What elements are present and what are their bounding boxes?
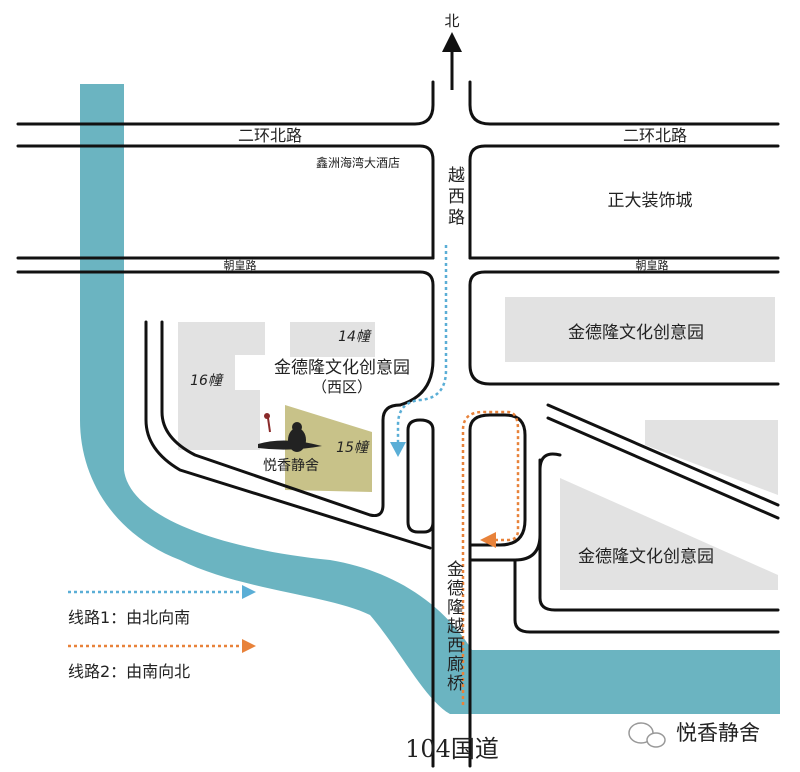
roads [16,80,780,768]
block-jindelong-ne [505,297,775,362]
block-se-lower [560,478,778,590]
label-yuexi-vertical: 越西路 [444,166,464,229]
yuexi-vertical-text: 越西路 [444,166,464,229]
north-arrow: 北 [442,12,462,90]
legend-route-2-arrow [242,639,256,653]
shop-logo[interactable]: 悦香静舍 [258,413,322,474]
legend-route-1-label: 线路1：由北向南 [68,608,190,627]
legend-route-2-label: 线路2：由南向北 [68,662,190,681]
label-hotel: 鑫洲海湾大酒店 [316,155,400,170]
se-road-top-2 [546,416,780,520]
block-14 [290,322,375,357]
block-16 [178,390,260,450]
label-national-road: 104国道 [405,735,499,763]
flower-dot-icon [264,413,270,419]
shop-logo-text: 悦香静舍 [263,458,319,474]
route-2-arrowhead [480,532,496,548]
wechat-icon-small [646,732,666,748]
label-ring-west: 二环北路 [238,126,302,145]
ramp-loop-outer [468,413,527,547]
label-building-15: 15幢 [336,440,370,456]
ring-road-west-bottom [16,144,435,260]
label-jindelong-se: 金德隆文化创意园 [578,547,714,567]
river [80,84,780,714]
label-chaohuang-west: 朝皇路 [224,258,257,272]
island-left [406,418,435,534]
building-blocks [178,297,778,590]
park-west-inner [160,320,402,517]
ring-road-east-top [468,80,780,126]
watermark-text: 悦香静舍 [676,721,760,745]
block-west-upper [178,322,265,390]
legend: 线路1：由北向南 线路2：由南向北 [68,585,256,681]
legend-route-1-arrow [242,585,256,599]
watermark: 悦香静舍 [628,721,760,748]
label-ring-east: 二环北路 [623,126,687,145]
ring-road-west-top [16,80,435,126]
block-se-upper [645,420,778,495]
label-building-16: 16幢 [190,373,224,389]
north-label: 北 [444,12,459,30]
route-1-path [396,245,448,448]
flower-icon [267,417,271,433]
label-building-14: 14幢 [338,329,372,345]
chaohuang-east-bottom [468,270,780,386]
chaohuang-west-bottom [16,270,435,407]
se-road-lower [513,558,780,634]
route-1-arrowhead [390,442,406,457]
label-zhengda: 正大装饰城 [608,191,693,211]
label-jindelong-ne: 金德隆文化创意园 [568,323,704,343]
route-2-path [461,410,520,705]
label-jindelong-west-2: （西区） [312,378,372,396]
shop-building-15[interactable] [285,405,372,492]
figure-head-icon [292,422,302,432]
label-jindelong-west-1: 金德隆文化创意园 [274,358,410,378]
se-road-frame [538,452,780,612]
label-bridge: 金德隆越西廊桥 [443,560,463,693]
ring-road-east-bottom [468,144,780,260]
figure-icon [288,428,306,452]
park-west-outer [144,320,432,550]
label-chaohuang-east: 朝皇路 [636,258,669,272]
se-road-top-1 [546,403,780,507]
